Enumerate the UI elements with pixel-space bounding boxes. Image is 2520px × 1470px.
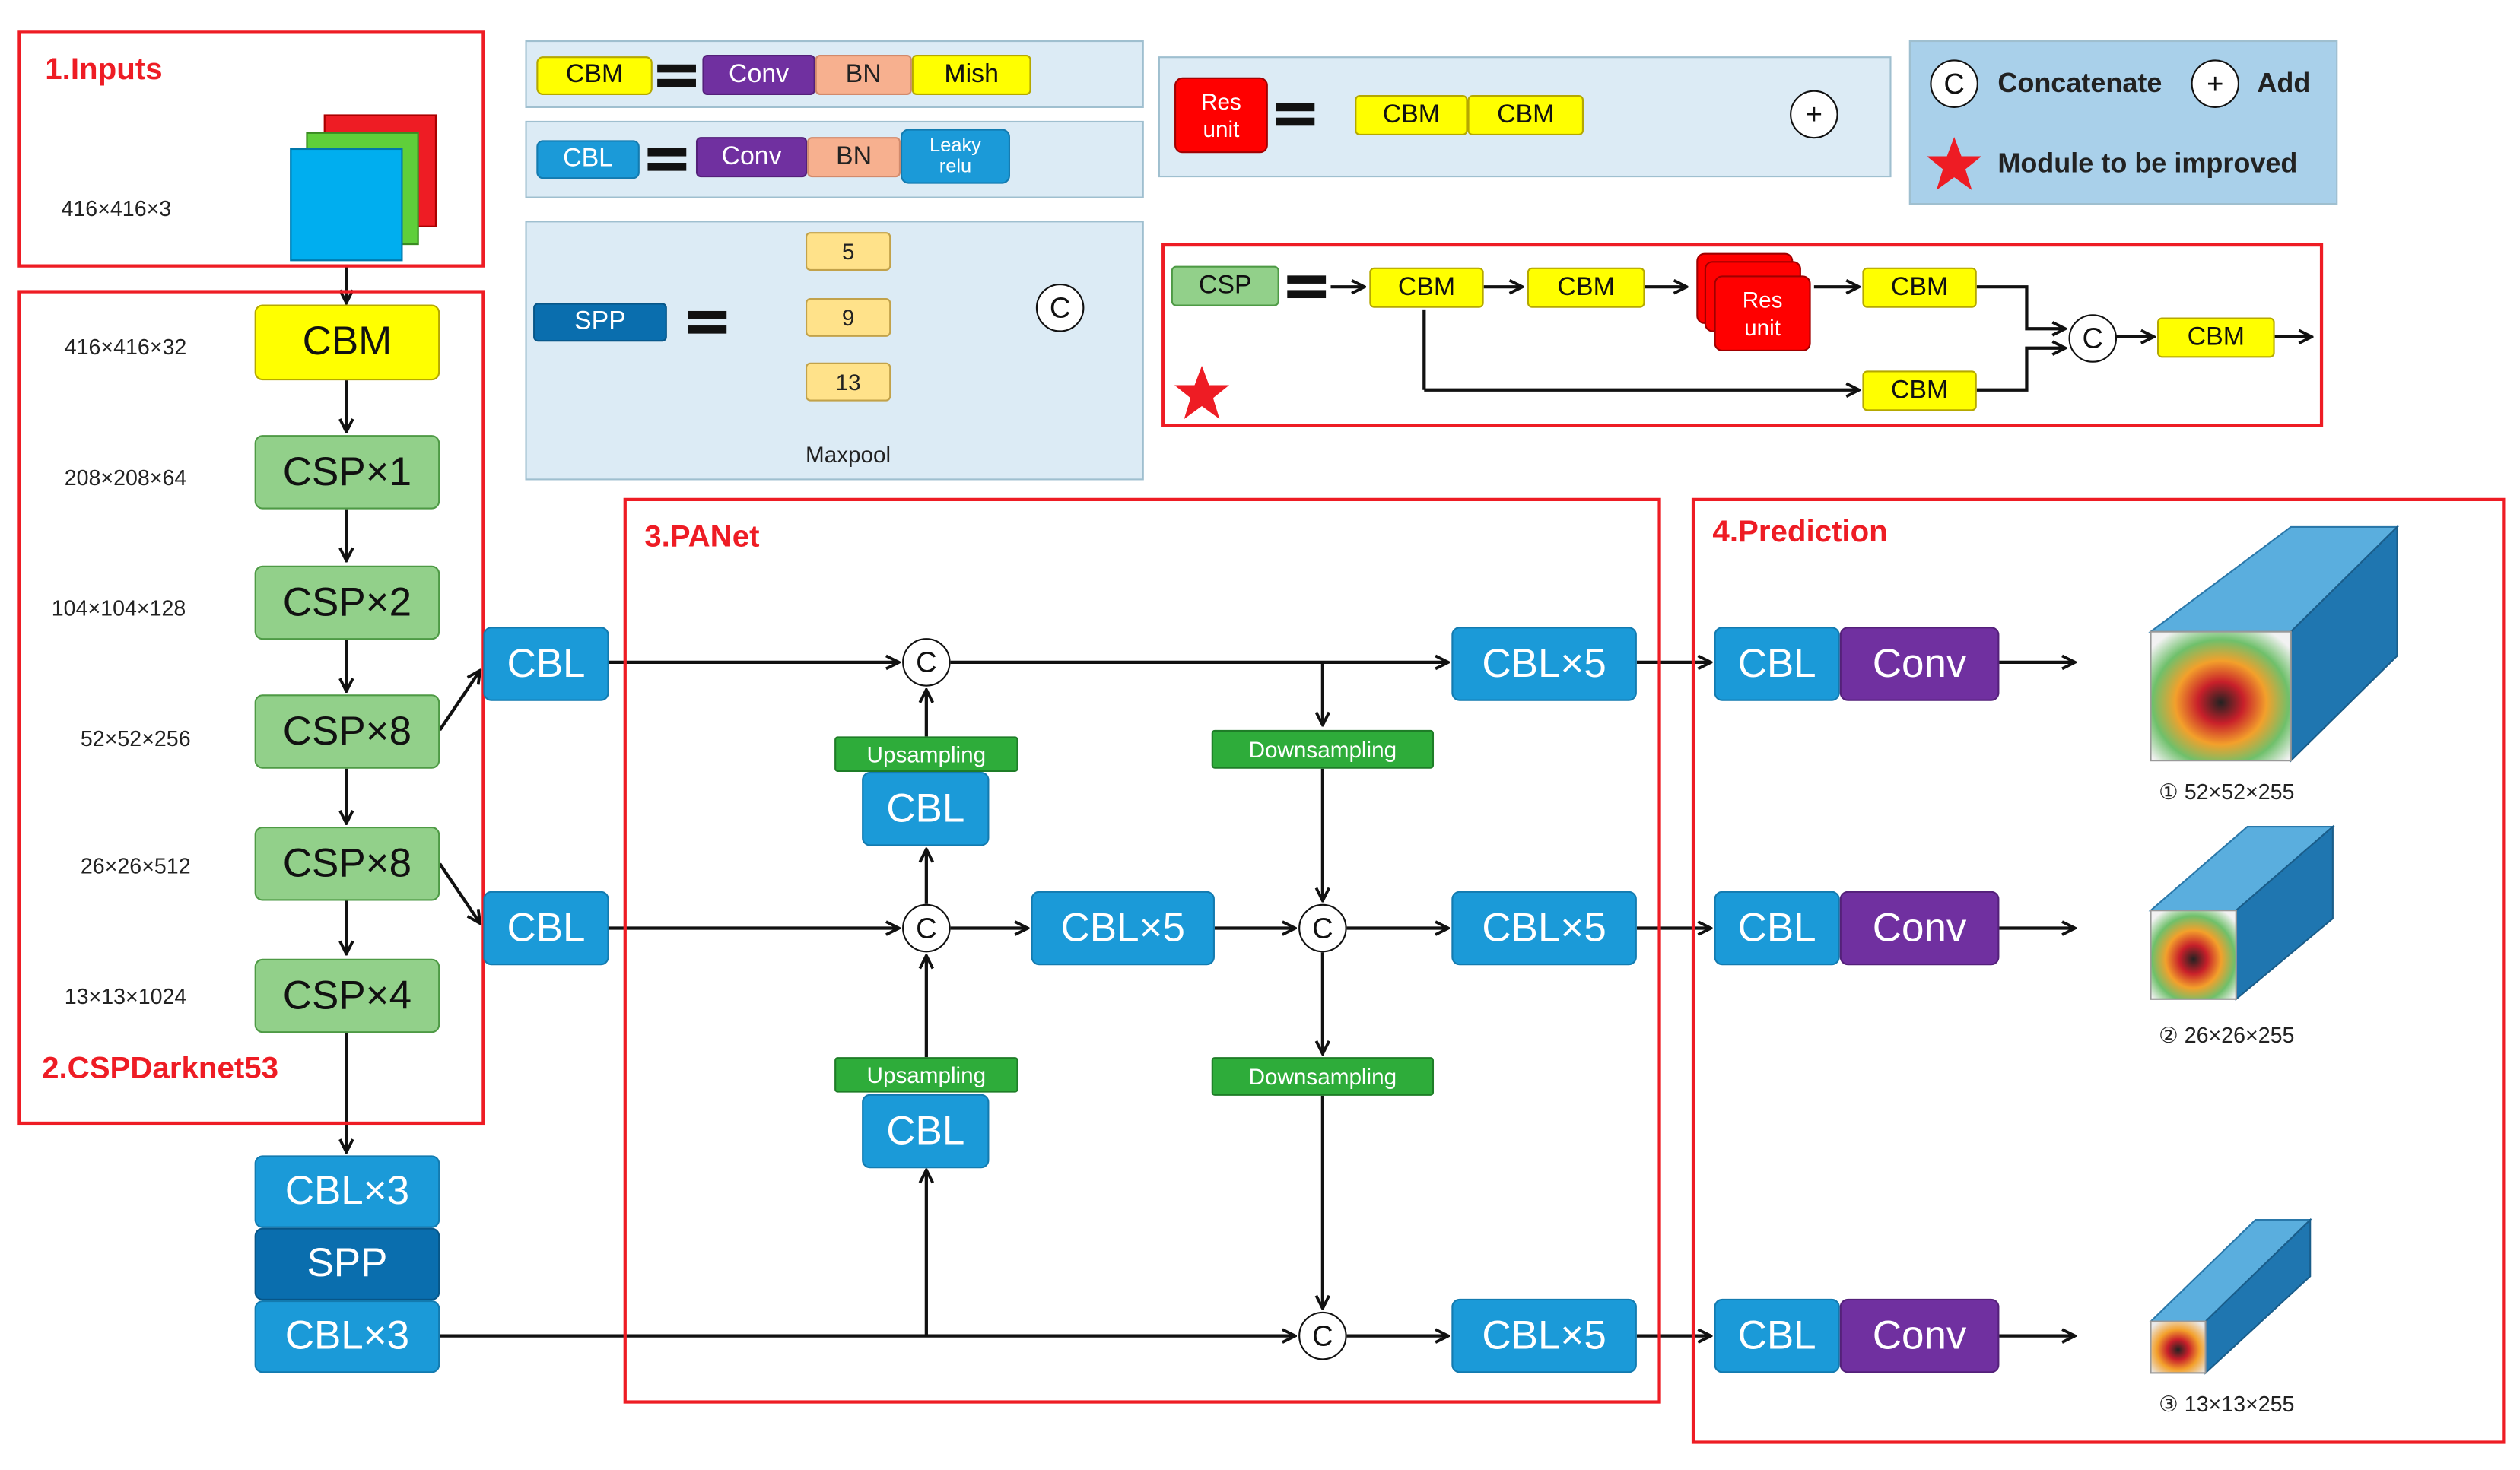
- backbone-cbm-block: CBM: [254, 304, 440, 381]
- output-tensor-small-icon: [2148, 1218, 2312, 1375]
- pred-conv-2: Conv: [1839, 891, 2000, 966]
- legend-cbm-mish: Mish: [911, 55, 1031, 96]
- dim-label-2: 208×208×64: [64, 465, 187, 491]
- output-tensor-medium-icon: [2148, 824, 2335, 1002]
- legend-res-name: Res unit: [1174, 77, 1268, 154]
- csp-block-1: CSP×1: [254, 435, 440, 510]
- csp-block-3: CSP×8: [254, 694, 440, 769]
- inputs-frame: [17, 30, 485, 268]
- legend-csp-cbm-2: CBM: [1527, 267, 1645, 308]
- star-icon: [1927, 137, 1982, 191]
- csp-block-2: CSP×2: [254, 565, 440, 640]
- panet-cbl5-out-mid: CBL×5: [1451, 891, 1637, 966]
- panet-cbl5-middle: CBL×5: [1031, 891, 1215, 966]
- legend-add-label: Add: [2257, 67, 2311, 99]
- upsampling-label-top: Upsampling: [834, 736, 1018, 773]
- legend-csp-cbm-5: CBM: [2157, 317, 2275, 358]
- legend-symbols-panel: [1908, 40, 2338, 205]
- legend-spp-maxpool-label: Maxpool: [806, 441, 891, 468]
- upsample-cbl-top: CBL: [862, 772, 990, 846]
- neck-cbl3-top: CBL×3: [254, 1155, 440, 1228]
- legend-spp-kernel-13: 13: [806, 362, 891, 402]
- dim-label-5: 26×26×512: [80, 854, 191, 878]
- legend-improve-label: Module to be improved: [1997, 148, 2298, 179]
- legend-cbl-leaky-relu: Leaky relu: [900, 129, 1010, 184]
- pred-conv-3: Conv: [1839, 1298, 2000, 1373]
- dim-label-1: 416×416×32: [64, 335, 187, 360]
- upsampling-label-bottom: Upsampling: [834, 1057, 1018, 1093]
- output-label-2: ② 26×26×255: [2159, 1023, 2295, 1048]
- csp-block-4: CSP×8: [254, 827, 440, 901]
- prediction-title: 4.Prediction: [1712, 516, 1888, 550]
- csp-improve-star-icon: [1174, 366, 1230, 419]
- legend-csp-name: CSP: [1171, 265, 1279, 306]
- output-label-3: ③ 13×13×255: [2159, 1392, 2295, 1417]
- pred-conv-1: Conv: [1839, 627, 2000, 701]
- concat-node-top: C: [902, 638, 951, 687]
- pred-cbl-3: CBL: [1714, 1298, 1840, 1373]
- csp-block-5: CSP×4: [254, 958, 440, 1033]
- backbone-title: 2.CSPDarknet53: [42, 1052, 278, 1087]
- panet-cbl5-out-bottom: CBL×5: [1451, 1298, 1637, 1373]
- panet-cbl5-out-top: CBL×5: [1451, 627, 1637, 701]
- legend-spp-kernel-9: 9: [806, 298, 891, 337]
- concat-node-mid: C: [902, 903, 951, 953]
- concat-node-down-mid: C: [1298, 903, 1347, 953]
- input-image-blue-channel: [290, 148, 403, 262]
- legend-spp-kernel-5: 5: [806, 232, 891, 271]
- legend-csp-frame: [1161, 243, 2324, 427]
- legend-cbl-conv: Conv: [695, 137, 808, 178]
- legend-csp-cbm-1: CBM: [1369, 267, 1484, 308]
- legend-cbm-bn: BN: [815, 55, 912, 96]
- legend-concat-label: Concatenate: [1997, 67, 2162, 99]
- pred-cbl-2: CBL: [1714, 891, 1840, 966]
- downsampling-label-bottom: Downsampling: [1211, 1057, 1435, 1096]
- panet-frame: [623, 497, 1661, 1404]
- dim-label-3: 104×104×128: [51, 596, 186, 621]
- output-label-1: ① 52×52×255: [2159, 779, 2295, 805]
- prediction-frame: [1691, 497, 2506, 1444]
- output-tensor-large-icon: [2148, 525, 2400, 763]
- downsampling-label-top: Downsampling: [1211, 729, 1435, 769]
- legend-cbm-conv: Conv: [702, 55, 815, 96]
- neck-cbl3-bottom: CBL×3: [254, 1300, 440, 1373]
- legend-concat-symbol: C: [1930, 59, 1978, 108]
- legend-cbl-bn: BN: [807, 137, 901, 178]
- legend-res-add: +: [1790, 90, 1838, 139]
- inputs-title: 1.Inputs: [45, 52, 163, 87]
- backbone-frame: [17, 290, 485, 1126]
- legend-csp-res-unit: Res unit: [1714, 275, 1811, 351]
- legend-spp-concat: C: [1035, 283, 1085, 332]
- legend-add-symbol: +: [2191, 59, 2240, 108]
- panet-title: 3.PANet: [644, 520, 760, 554]
- input-dimension-label: 416×416×3: [61, 196, 172, 221]
- legend-cbl-name: CBL: [536, 140, 640, 179]
- panet-cbl-top: CBL: [483, 627, 609, 701]
- legend-csp-concat: C: [2068, 314, 2118, 363]
- legend-csp-cbm-4: CBM: [1862, 370, 1977, 411]
- legend-spp-name: SPP: [533, 303, 667, 342]
- pred-cbl-1: CBL: [1714, 627, 1840, 701]
- legend-res-cbm-1: CBM: [1355, 95, 1468, 135]
- dim-label-4: 52×52×256: [80, 726, 191, 751]
- concat-node-bottom: C: [1298, 1311, 1347, 1360]
- legend-csp-cbm-3: CBM: [1862, 267, 1977, 308]
- legend-res-cbm-2: CBM: [1467, 95, 1584, 135]
- panet-cbl-mid: CBL: [483, 891, 609, 966]
- legend-cbm-name: CBM: [536, 56, 653, 96]
- neck-spp-block: SPP: [254, 1227, 440, 1301]
- upsample-cbl-bottom: CBL: [862, 1094, 990, 1169]
- dim-label-6: 13×13×1024: [64, 984, 187, 1009]
